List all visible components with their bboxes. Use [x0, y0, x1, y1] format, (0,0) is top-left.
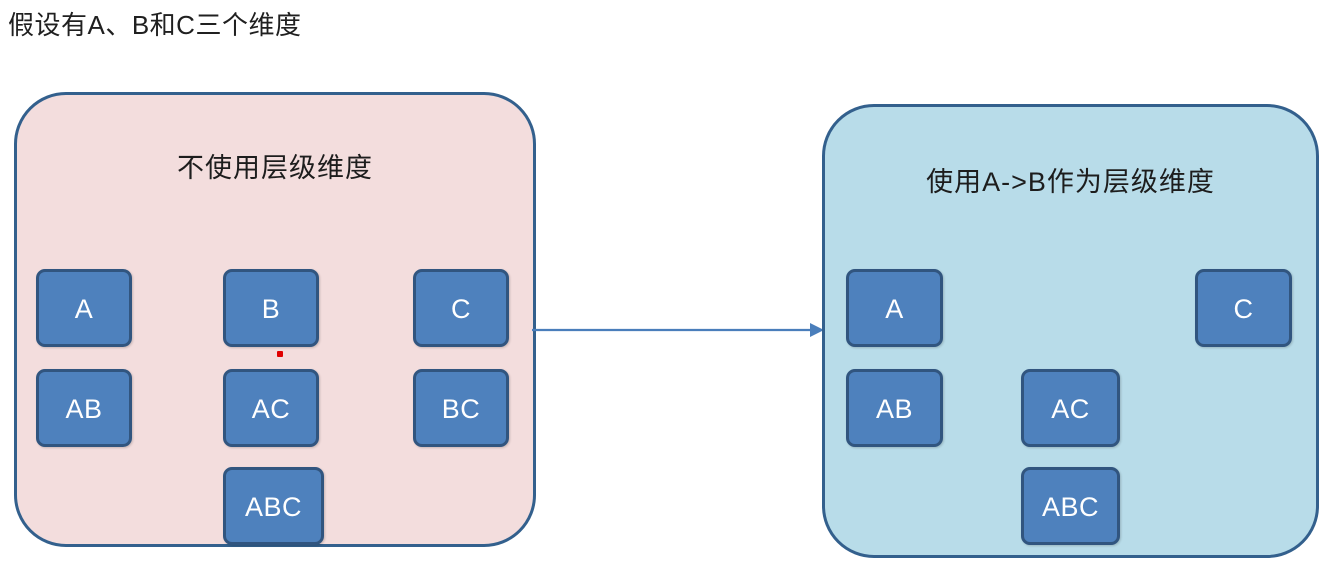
page-caption: 假设有A、B和C三个维度	[8, 10, 302, 40]
node-label: A	[885, 293, 904, 324]
node-label: BC	[441, 393, 481, 424]
node-label: AB	[875, 393, 914, 424]
panel-title-right: 使用A->B作为层级维度	[926, 167, 1215, 197]
node-bc-left[interactable]: BC	[413, 369, 509, 447]
node-c-right[interactable]: C	[1195, 269, 1292, 347]
node-b-left[interactable]: B	[223, 269, 319, 347]
panel-with-hierarchy: 使用A->B作为层级维度 A C AB AC ABC	[822, 104, 1319, 558]
node-c-left[interactable]: C	[413, 269, 509, 347]
node-label: AC	[1051, 393, 1090, 424]
node-ab-left[interactable]: AB	[36, 369, 132, 447]
node-label: A	[74, 293, 94, 324]
transition-arrow-icon	[532, 323, 824, 337]
node-label: C	[1233, 293, 1254, 324]
node-label: ABC	[1041, 491, 1100, 522]
panel-without-hierarchy: 不使用层级维度 A B C AB AC BC ABC	[14, 92, 536, 547]
node-ac-right[interactable]: AC	[1021, 369, 1120, 447]
node-a-right[interactable]: A	[846, 269, 943, 347]
node-a-left[interactable]: A	[36, 269, 132, 347]
node-label: B	[261, 293, 281, 324]
node-label: AC	[251, 393, 291, 424]
node-label: C	[451, 293, 471, 324]
node-ac-left[interactable]: AC	[223, 369, 319, 447]
node-ab-right[interactable]: AB	[846, 369, 943, 447]
node-label: AB	[65, 393, 103, 424]
panel-title-left: 不使用层级维度	[177, 153, 373, 183]
node-abc-left[interactable]: ABC	[223, 467, 324, 545]
marker-dot-icon	[277, 351, 283, 357]
node-abc-right[interactable]: ABC	[1021, 467, 1120, 545]
node-label: ABC	[244, 491, 303, 522]
